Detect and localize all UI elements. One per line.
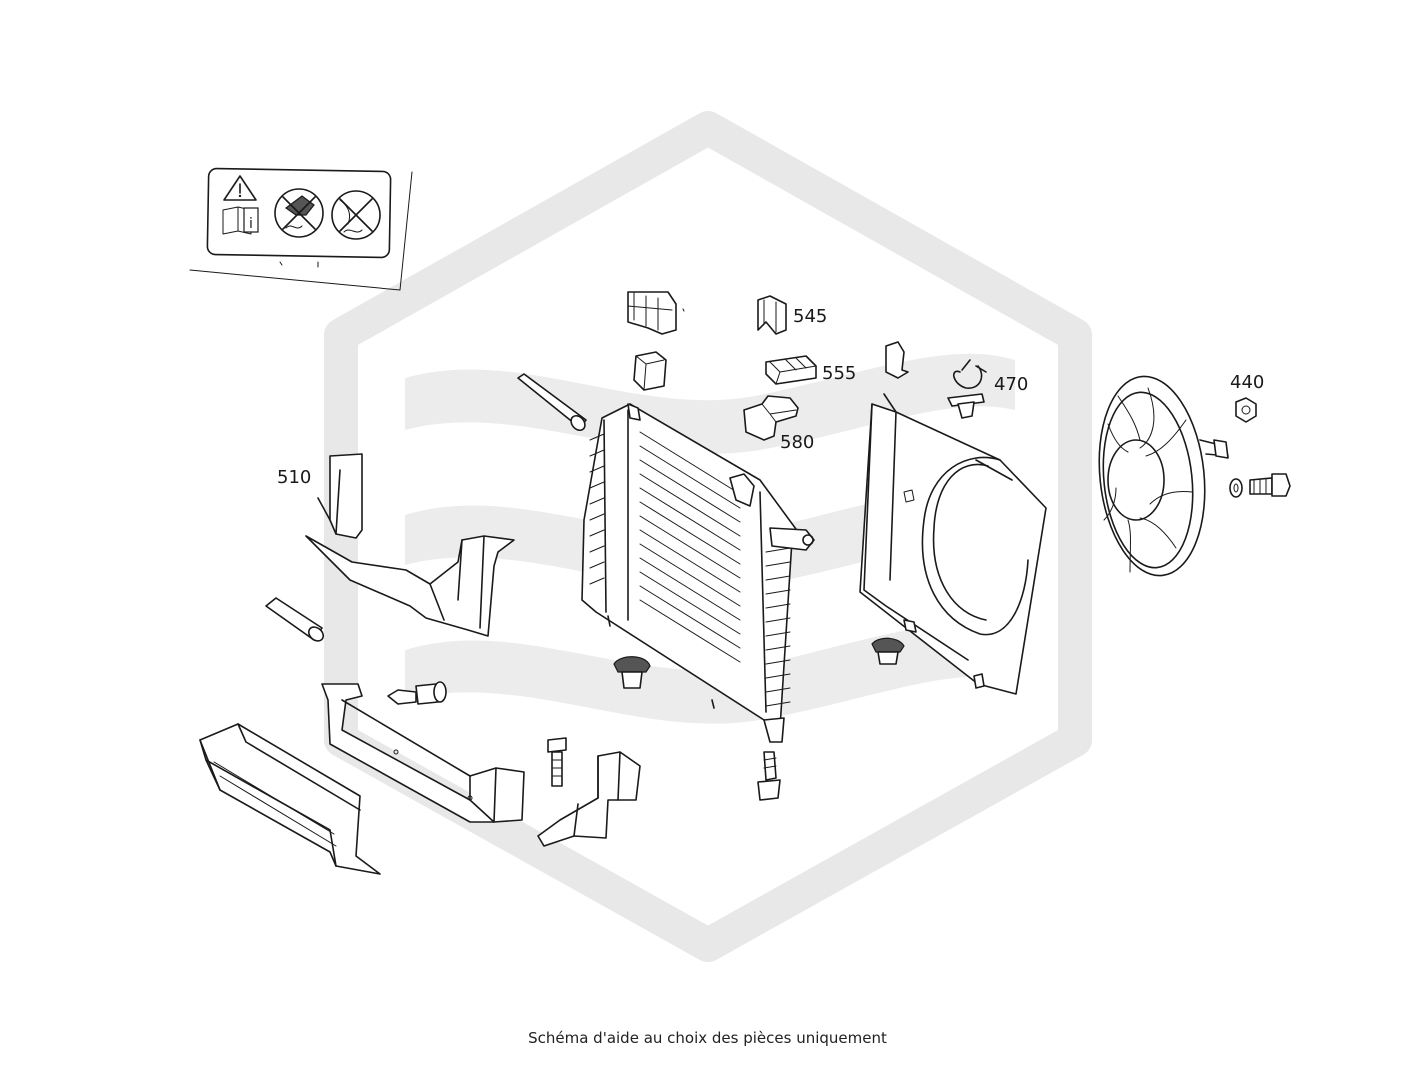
shroud-clip (885, 341, 909, 379)
nut-440: 440 (1230, 372, 1264, 423)
shroud-mount-rubber (871, 637, 905, 665)
manual-info-icon: i (222, 206, 259, 235)
clip-545: 545 (757, 295, 827, 335)
callout-580: 580 (780, 432, 814, 453)
callout-555: 555 (822, 363, 856, 384)
guide-pin-lower (265, 597, 325, 642)
no-pressure-icon (331, 190, 381, 240)
air-guide-510: 510 (277, 453, 515, 637)
bracket-580: 580 (743, 395, 814, 453)
drain-plug (757, 751, 781, 801)
svg-text:i: i (249, 216, 253, 232)
electric-fan (1098, 375, 1229, 577)
no-hand-hot-icon (274, 188, 324, 238)
fan-bolt-washer (1229, 473, 1291, 498)
rubber-mount-block (633, 351, 667, 391)
push-pin (387, 681, 447, 705)
upper-connector-clip (627, 291, 685, 335)
diagram-caption: Schéma d'aide au choix des pièces unique… (528, 1029, 887, 1047)
radiator-fins (589, 431, 791, 707)
fan-shroud (859, 393, 1047, 695)
radiator (581, 403, 815, 743)
mounting-bolt (547, 737, 567, 787)
clip-555: 555 (765, 355, 856, 385)
lower-right-bracket (537, 751, 641, 847)
lower-support-rail (321, 683, 525, 823)
rivet-470: 470 (947, 359, 1028, 419)
radiator-mount-rubber (613, 656, 651, 689)
callout-440: 440 (1230, 372, 1264, 393)
callout-470: 470 (994, 374, 1028, 395)
lower-air-duct (199, 723, 381, 875)
guide-pin-upper (517, 373, 587, 432)
callout-545: 545 (793, 306, 827, 327)
warning-sticker: i (189, 167, 413, 291)
callout-510: 510 (277, 467, 311, 488)
warning-label-icon (223, 175, 257, 201)
